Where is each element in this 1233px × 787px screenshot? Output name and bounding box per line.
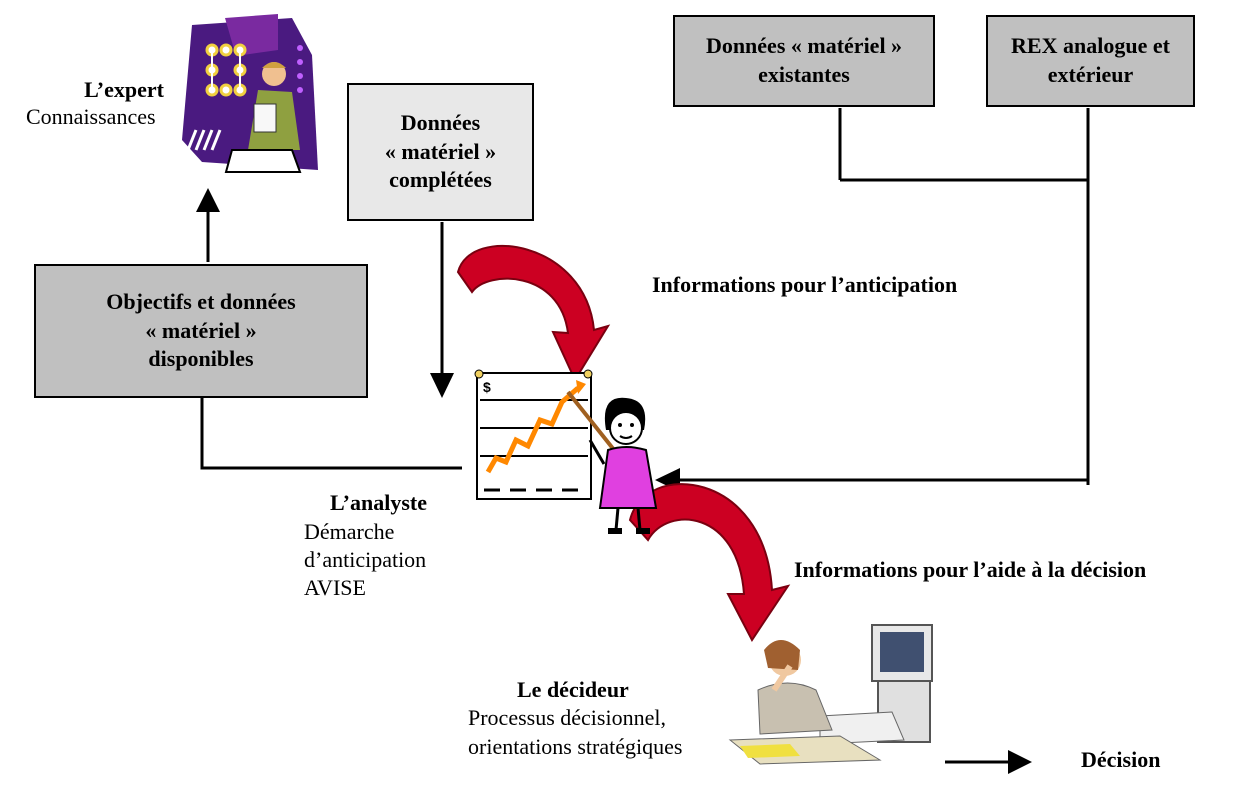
anticipation-label: Informations pour l’anticipation	[652, 272, 958, 297]
analyst-title: L’analyste	[330, 490, 427, 515]
curved-arrow-anticipation	[456, 244, 611, 383]
expert-title: L’expert	[84, 77, 164, 102]
decision-aid-label: Informations pour l’aide à la décision	[794, 557, 1147, 582]
arrowhead-to-expert	[196, 188, 220, 212]
box-existing-data: Données « matériel » existantes	[673, 15, 935, 107]
decider-desc: Processus décisionnel, orientations stra…	[468, 705, 683, 759]
arrowhead-completed-down	[430, 373, 454, 398]
arrowhead-decision	[1008, 750, 1032, 774]
box-rex: REX analogue et extérieur	[986, 15, 1195, 107]
curved-arrow-decision-aid	[628, 483, 791, 642]
analyst-desc: Démarche d’anticipation AVISE	[304, 519, 427, 600]
expert-desc: Connaissances	[26, 104, 156, 129]
decision-label: Décision	[1081, 747, 1161, 772]
decider-title: Le décideur	[517, 677, 629, 702]
box-completed-data: Données « matériel » complétées	[347, 83, 534, 221]
box-objectives: Objectifs et données « matériel » dispon…	[34, 264, 368, 398]
line-analyst-to-objectives	[200, 398, 462, 470]
